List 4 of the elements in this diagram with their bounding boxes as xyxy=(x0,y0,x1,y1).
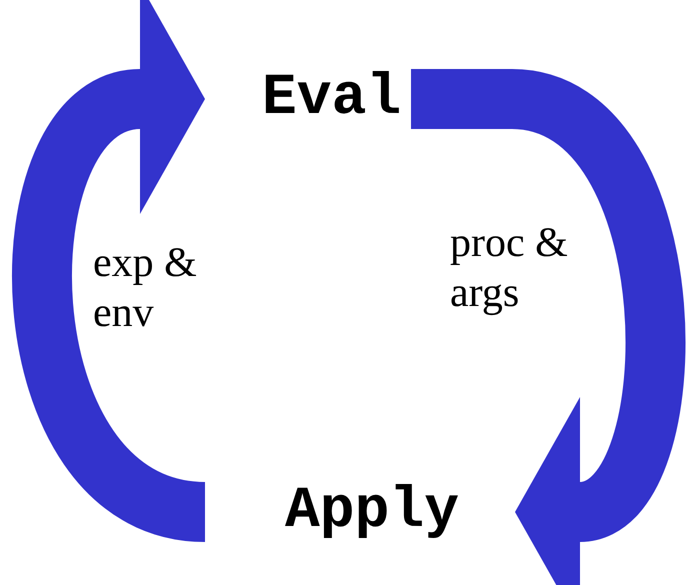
node-label: Eval xyxy=(212,70,402,128)
edge-label: proc & args xyxy=(450,219,569,318)
node-label: Apply xyxy=(210,483,510,541)
edge-label: exp & env xyxy=(93,239,198,338)
